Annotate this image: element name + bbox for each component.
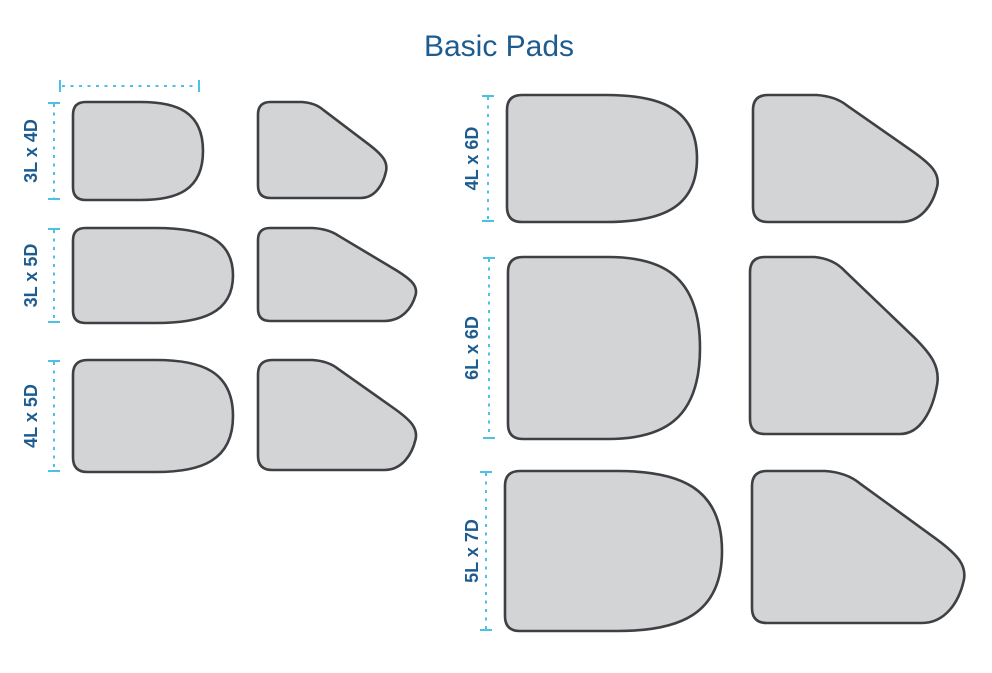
- pad-chamfered-shape: [751, 93, 940, 224]
- pad-row: 6L x 6D: [462, 255, 939, 441]
- pad-size-label: 5L x 7D: [462, 519, 482, 583]
- pad-row: 5L x 7D: [462, 469, 966, 633]
- pad-rows: 3L x 4D 3L x 5D 4L x 5D 4L x 6D 6L x 6D 5L x …: [21, 80, 966, 633]
- pad-rounded-shape: [71, 100, 205, 202]
- pad-row: 4L x 5D: [21, 358, 418, 474]
- pad-rounded-shape: [71, 226, 235, 325]
- pad-chamfered-shape: [256, 100, 388, 200]
- pad-row: 4L x 6D: [462, 93, 940, 224]
- pad-size-label: 6L x 6D: [462, 316, 482, 380]
- pad-rounded-shape: [505, 93, 699, 224]
- pad-size-label: 4L x 6D: [462, 127, 482, 191]
- pad-chamfered-shape: [256, 358, 418, 472]
- pad-rounded-shape: [503, 469, 724, 633]
- diagram-title: Basic Pads: [424, 30, 574, 63]
- pad-size-label: 3L x 5D: [21, 244, 41, 308]
- pad-row: 3L x 4D: [21, 80, 388, 202]
- pad-size-label: 4L x 5D: [21, 384, 41, 448]
- pad-rounded-shape: [71, 358, 235, 474]
- pad-row: 3L x 5D: [21, 226, 418, 325]
- pad-rounded-shape: [506, 255, 702, 441]
- pad-size-label: 3L x 4D: [21, 119, 41, 183]
- pad-chamfered-shape: [750, 469, 966, 625]
- pad-chamfered-shape: [256, 226, 418, 323]
- pad-chamfered-shape: [748, 255, 939, 436]
